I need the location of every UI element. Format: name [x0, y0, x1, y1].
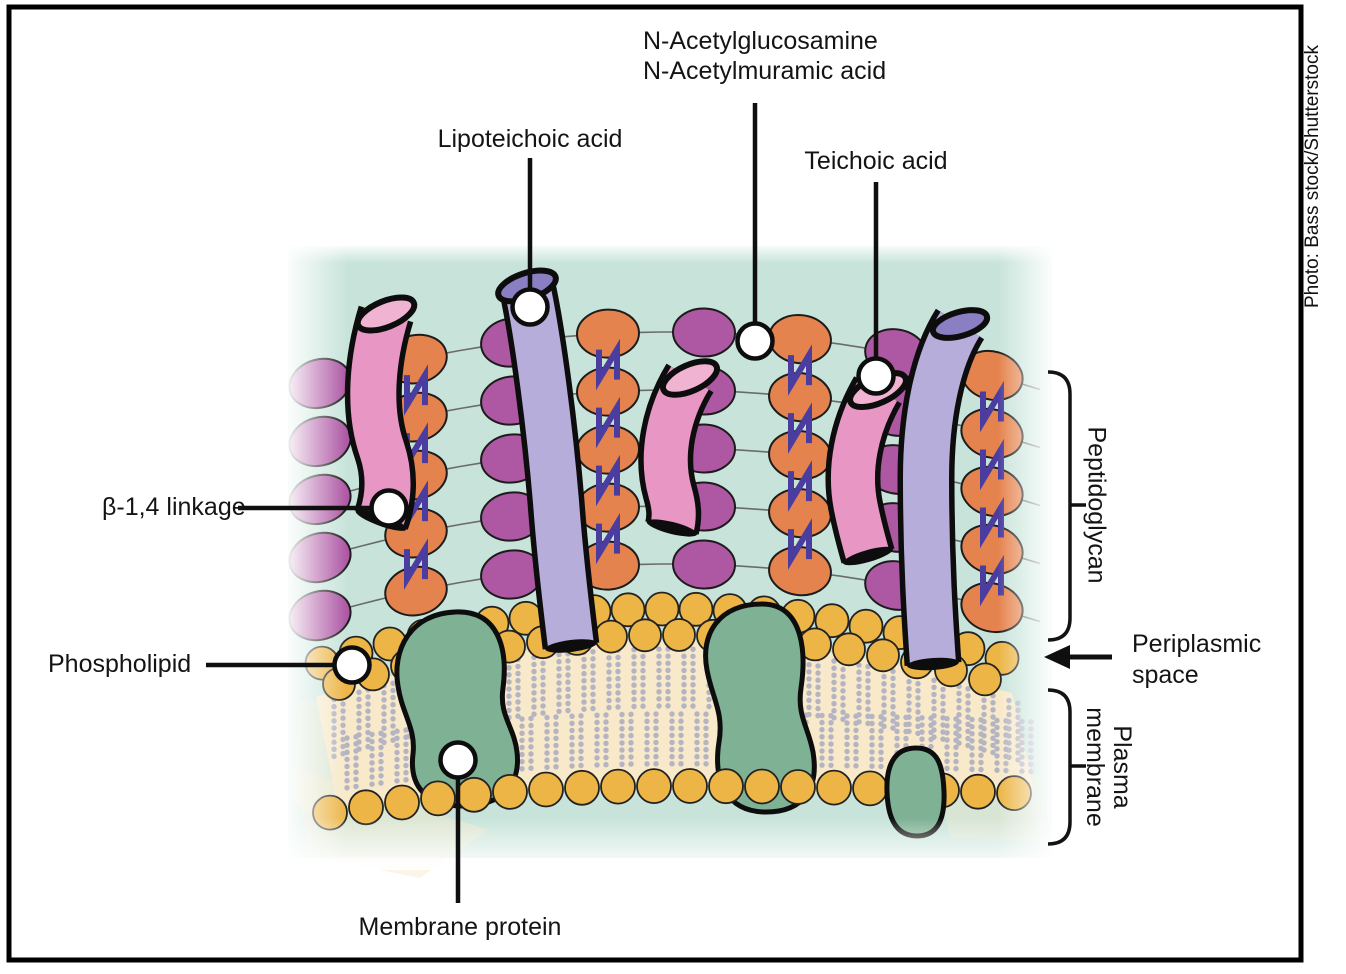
label-n-acetyl: N-Acetylglucosamine N-Acetylmuramic acid [643, 26, 886, 86]
label-teichoic-acid: Teichoic acid [804, 147, 948, 175]
plasma-membrane-layer [292, 591, 1046, 878]
label-periplasmic-space: Periplasmic space [1132, 630, 1262, 689]
label-n-acetylglucosamine: N-Acetylglucosamine [643, 27, 878, 55]
periplasmic-arrow [1044, 645, 1070, 669]
label-phospholipid: Phospholipid [48, 650, 192, 678]
label-lipoteichoic-acid: Lipoteichoic acid [437, 125, 623, 153]
photo-credit: Photo: Bass stock/Shutterstock [1302, 45, 1323, 308]
annotation-layer [206, 103, 1112, 903]
figure-border [6, 4, 1304, 963]
label-plasma-membrane: Plasma membrane [1081, 707, 1136, 827]
label-peptidoglycan: Peptidoglycan [1082, 426, 1111, 584]
label-n-acetylmuramic-acid: N-Acetylmuramic acid [643, 57, 887, 85]
label-beta-1-4-linkage: β-1,4 linkage [102, 493, 246, 521]
label-membrane-protein: Membrane protein [358, 913, 562, 941]
edge-fade-layer [283, 240, 1056, 870]
